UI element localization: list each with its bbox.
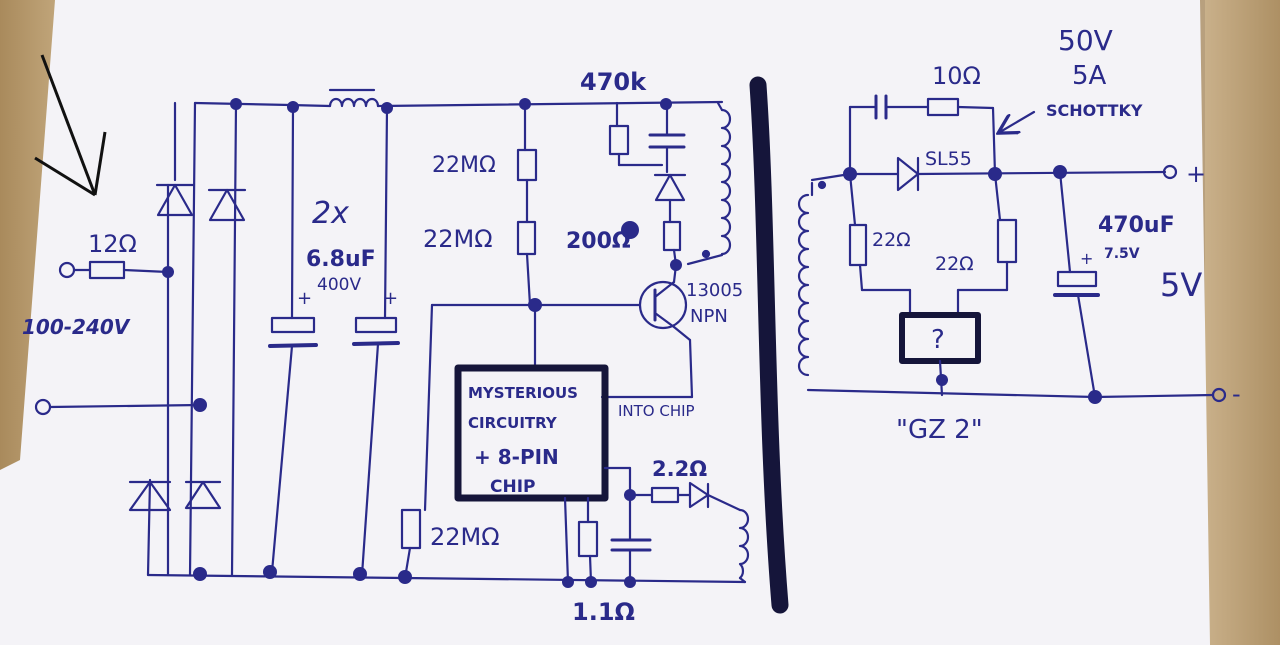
label-r470k: 470k [580, 68, 647, 96]
label-out-minus: - [1232, 380, 1241, 408]
label-unknown-part: ? [931, 325, 945, 355]
mystery-chip-box [454, 364, 609, 502]
label-cap-count: 2x [312, 196, 349, 231]
label-r22m-bottom: 22MΩ [430, 523, 500, 551]
rc-snubber-right [848, 94, 997, 176]
label-cap-voltage: 400V [317, 275, 361, 295]
label-cap-plus-2: + [383, 288, 398, 309]
label-diode-part: SL55 [925, 148, 972, 170]
label-cap-value: 6.8uF [306, 247, 376, 272]
label-input-voltage: 100-240V [22, 315, 131, 339]
label-out-plus: + [1186, 160, 1206, 188]
bulk-capacitors [268, 105, 400, 577]
output-capacitor [1053, 170, 1227, 403]
wood-right [1205, 0, 1280, 645]
feedback-resistor [400, 303, 537, 580]
paper-sheet [0, 0, 1210, 645]
label-r22m-top1: 22MΩ [432, 153, 496, 178]
label-r10: 10Ω [932, 62, 981, 90]
label-transistor-type: NPN [690, 306, 728, 327]
label-cap-out: 470uF [1098, 213, 1175, 238]
snubber-network [608, 101, 687, 267]
label-r22-right: 22Ω [935, 253, 974, 275]
label-out-voltage: 5V [1160, 266, 1202, 304]
label-5a: 5A [1072, 61, 1107, 91]
secondary-winding [797, 172, 1097, 399]
label-r2-2: 2.2Ω [652, 457, 707, 481]
label-r12: 12Ω [88, 230, 137, 258]
schottky-pointer [1000, 110, 1036, 132]
label-chip-line3: + 8-PIN [474, 445, 559, 469]
junction-dots [162, 98, 1102, 588]
primary-winding [686, 101, 732, 266]
label-r22m-top2: 22MΩ [423, 225, 493, 253]
label-r200: 200Ω [566, 229, 631, 254]
divider-line [749, 76, 789, 614]
resistor-12-ohm [72, 260, 170, 280]
label-r22-left: 22Ω [872, 229, 911, 251]
label-transistor-part: 13005 [686, 280, 743, 301]
label-cap-out-plus: + [1080, 249, 1093, 268]
label-50v: 50V [1058, 24, 1113, 57]
label-cap-out-v: 7.5V [1104, 246, 1140, 262]
wire-neutral [48, 403, 202, 409]
label-into-chip: INTO CHIP [618, 402, 695, 420]
label-r1-1: 1.1Ω [572, 598, 635, 626]
label-cap-plus-1: + [297, 288, 312, 309]
label-chip-line4: CHIP [490, 477, 536, 497]
balance-resistors [848, 172, 1018, 317]
label-gz2: "GZ 2" [896, 415, 983, 445]
startup-resistors [516, 102, 538, 307]
label-chip-line2: CIRCUITRY [468, 414, 558, 432]
label-schottky: SCHOTTKY [1046, 101, 1143, 120]
schottky-diode [848, 156, 1178, 192]
pen-arrow [34, 54, 107, 197]
label-chip-line1: MYSTERIOUS [468, 384, 578, 402]
